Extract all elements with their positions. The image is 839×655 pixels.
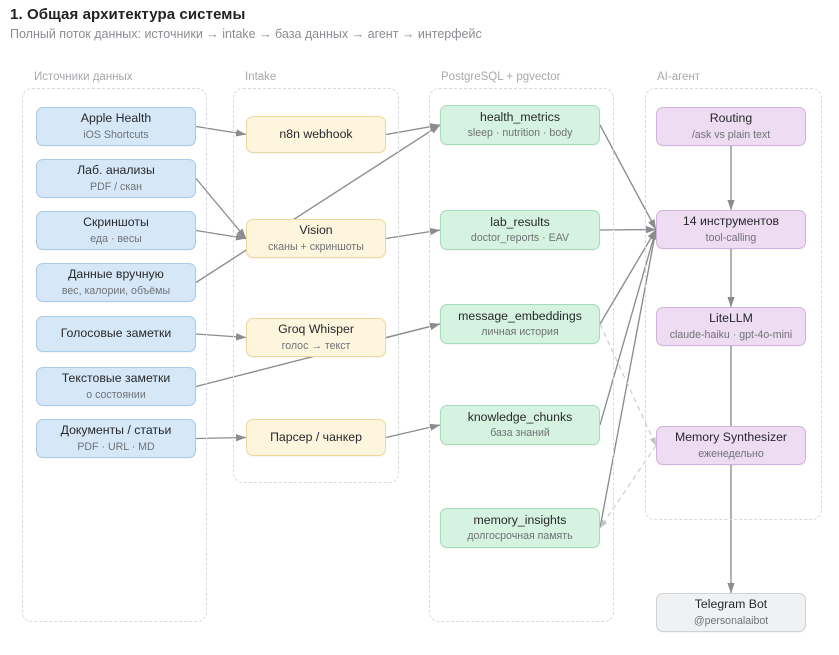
node-title: Memory Synthesizer [674, 430, 788, 445]
node-title: health_metrics [480, 109, 560, 124]
node-routing[interactable]: Routing/ask vs plain text [656, 107, 806, 146]
node-title: Routing [709, 111, 753, 126]
node-lab_results[interactable]: lab_results doctor_reports · EAV [440, 210, 600, 250]
node-subtitle: еженедельно [698, 447, 764, 460]
node-title: Документы / статьи [60, 423, 172, 438]
group-sources [22, 88, 207, 622]
node-vision[interactable]: Vision сканы + скриншоты [246, 219, 386, 258]
group-label-sources: Источники данных [34, 71, 133, 83]
node-subtitle: PDF · URL · MD [77, 440, 155, 453]
node-title: Groq Whisper [278, 322, 354, 337]
node-parser[interactable]: Парсер / чанкер [246, 419, 386, 456]
node-litellm[interactable]: LiteLLM claude-haiku · gpt-4o-mini [656, 307, 806, 346]
node-title: 14 инструментов [682, 214, 780, 229]
node-memory_synth[interactable]: Memory Synthesizer еженедельно [656, 426, 806, 465]
node-subtitle: вес, калории, объёмы [61, 284, 171, 297]
group-agent [645, 88, 822, 520]
node-title: Парсер / чанкер [270, 429, 362, 444]
node-subtitle: /ask vs plain text [691, 128, 771, 141]
node-title: n8n webhook [279, 126, 353, 141]
node-title: Apple Health [80, 111, 152, 126]
node-voice_notes[interactable]: Голосовые заметки [36, 316, 196, 352]
node-title: Данные вручную [68, 267, 164, 282]
node-title: knowledge_chunks [467, 409, 573, 424]
group-intake [233, 88, 399, 483]
node-subtitle: iOS Shortcuts [83, 128, 149, 141]
node-title: Vision [299, 223, 333, 238]
node-screenshots[interactable]: Скриншоты еда · весы [36, 211, 196, 250]
node-subtitle: tool-calling [705, 231, 757, 244]
node-subtitle: doctor_reports · EAV [470, 232, 570, 245]
node-title: Голосовые заметки [60, 326, 172, 341]
page-subtitle: Полный поток данных: источники → intake … [10, 27, 482, 41]
node-subtitle: личная история [481, 326, 559, 339]
node-title: Скриншоты [83, 215, 149, 230]
node-telegram_bot[interactable]: Telegram Bot @personalaibot [656, 593, 806, 632]
node-title: Текстовые заметки [61, 371, 171, 386]
node-subtitle: PDF / скан [90, 180, 142, 193]
node-subtitle: claude-haiku · gpt-4o-mini [669, 328, 793, 341]
node-subtitle: долгосрочная память [467, 530, 573, 543]
node-memory_insights[interactable]: memory_insights долгосрочная память [440, 508, 600, 548]
node-n8n_webhook[interactable]: n8n webhook [246, 116, 386, 153]
node-title: Лаб. анализы [77, 163, 155, 178]
node-subtitle: sleep · nutrition · body [467, 127, 573, 140]
node-message_embeddings[interactable]: message_embeddings личная история [440, 304, 600, 344]
node-subtitle: о состоянии [86, 388, 146, 401]
group-label-database: PostgreSQL + pgvector [441, 71, 561, 83]
node-knowledge_chunks[interactable]: knowledge_chunks база знаний [440, 405, 600, 445]
node-title: lab_results [490, 214, 550, 229]
node-subtitle: еда · весы [90, 232, 142, 245]
node-title: message_embeddings [458, 308, 582, 323]
node-subtitle: сканы + скриншоты [268, 240, 364, 253]
node-apple_health[interactable]: Apple Health iOS Shortcuts [36, 107, 196, 146]
node-title: LiteLLM [709, 311, 753, 326]
group-label-agent: AI-агент [657, 71, 701, 83]
node-tools[interactable]: 14 инструментов tool-calling [656, 210, 806, 249]
node-subtitle: голос → текст [281, 339, 351, 352]
node-title: Telegram Bot [694, 597, 768, 612]
node-subtitle: база знаний [490, 427, 550, 440]
node-groq_whisper[interactable]: Groq Whisper голос → текст [246, 318, 386, 357]
node-manual_data[interactable]: Данные вручную вес, калории, объёмы [36, 263, 196, 302]
group-label-intake: Intake [245, 71, 277, 83]
page-title: 1. Общая архитектура системы [10, 6, 246, 23]
group-database [429, 88, 614, 622]
node-title: memory_insights [473, 512, 567, 527]
node-subtitle: @personalaibot [693, 614, 769, 627]
node-text_notes[interactable]: Текстовые заметки о состоянии [36, 367, 196, 406]
